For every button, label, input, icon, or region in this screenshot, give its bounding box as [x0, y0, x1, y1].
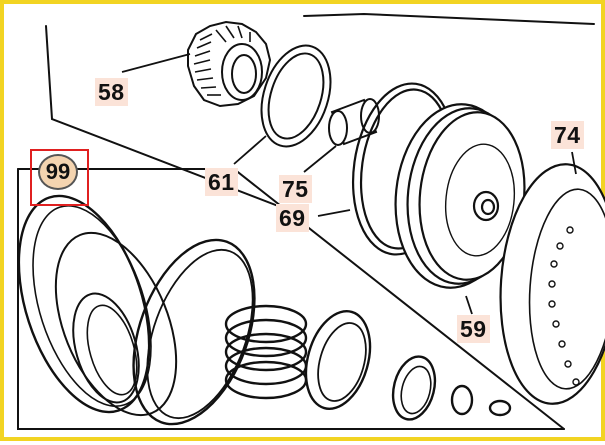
- leader-58: [121, 53, 191, 73]
- callout-75: 75: [279, 175, 312, 203]
- leader-75: [303, 145, 337, 173]
- leader-61: [233, 135, 267, 165]
- parts-diagram: [17, 12, 605, 430]
- leader-69: [317, 209, 351, 217]
- clutch-hub-74: [499, 163, 605, 405]
- callout-61: 61: [205, 168, 238, 196]
- callout-58: 58: [95, 78, 128, 106]
- leader-59: [465, 295, 473, 315]
- highlight-box-99: [30, 149, 89, 206]
- snap-ring-61: [260, 44, 332, 148]
- seal-kit-99: [17, 194, 512, 426]
- callout-69: 69: [276, 204, 309, 232]
- callout-74: 74: [551, 121, 584, 149]
- leader-74: [571, 151, 577, 175]
- callout-59: 59: [457, 315, 490, 343]
- piston-59: [394, 103, 526, 289]
- upper-housing-top: [303, 12, 595, 25]
- shaft-spacer-75: [328, 98, 380, 146]
- callout-99[interactable]: 99: [38, 154, 78, 190]
- gear-part-58: [187, 20, 272, 108]
